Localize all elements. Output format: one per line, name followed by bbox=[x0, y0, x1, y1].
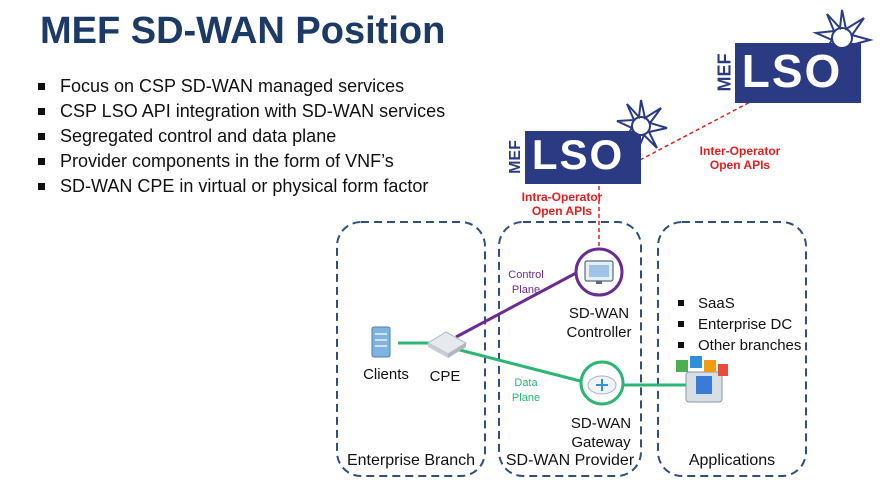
applications-label: Applications bbox=[688, 452, 776, 469]
bullet-item: CSP LSO API integration with SD-WAN serv… bbox=[38, 99, 445, 124]
data-plane-line2: Plane bbox=[511, 392, 541, 404]
mef-lso-logo-intra bbox=[507, 99, 668, 186]
control-plane-line1: Control bbox=[508, 269, 544, 281]
gateway-label: SD-WAN Gateway bbox=[556, 414, 646, 452]
sdwan-provider-label: SD-WAN Provider bbox=[505, 452, 635, 469]
lso-label-inter: LSO bbox=[741, 45, 843, 97]
clients-icon bbox=[371, 326, 391, 358]
applications-region bbox=[657, 221, 807, 477]
intra-operator-line1: Intra-Operator bbox=[521, 190, 603, 204]
data-plane-line1: Data bbox=[514, 377, 538, 389]
inter-operator-link bbox=[639, 99, 755, 161]
mef-lso-logo-inter bbox=[715, 9, 874, 106]
controller-label: SD-WAN Controller bbox=[554, 304, 644, 342]
inter-operator-label: Inter-Operator Open APIs bbox=[690, 144, 790, 172]
bullet-item: Provider components in the form of VNF’s bbox=[38, 149, 445, 174]
intra-operator-line2: Open APIs bbox=[531, 204, 593, 218]
mef-label-inter: MEF bbox=[714, 53, 735, 92]
application-item: SaaS bbox=[676, 293, 801, 314]
cpe-icon bbox=[427, 331, 467, 358]
applications-icon bbox=[676, 356, 728, 403]
bullet-item: Focus on CSP SD-WAN managed services bbox=[38, 74, 445, 99]
gateway-icon bbox=[579, 360, 625, 406]
control-plane-line2: Plane bbox=[511, 284, 541, 296]
control-plane-link bbox=[455, 270, 579, 339]
application-item: Other branches bbox=[676, 335, 801, 356]
enterprise-branch-region bbox=[336, 221, 486, 477]
bullet-item: Segregated control and data plane bbox=[38, 124, 445, 149]
inter-operator-line1: Inter-Operator bbox=[699, 144, 781, 158]
enterprise-branch-label: Enterprise Branch bbox=[346, 452, 476, 469]
controller-line2: Controller bbox=[566, 324, 632, 341]
clients-label: Clients bbox=[363, 366, 409, 383]
gateway-line2: Gateway bbox=[571, 434, 631, 451]
applications-list: SaaS Enterprise DC Other branches bbox=[676, 293, 801, 356]
controller-icon bbox=[574, 247, 624, 297]
lso-label-intra: LSO bbox=[531, 131, 625, 178]
intra-operator-label: Intra-Operator Open APIs bbox=[512, 190, 612, 218]
mef-label-intra: MEF bbox=[507, 140, 524, 174]
sdwan-provider-region bbox=[498, 221, 642, 477]
gateway-line1: SD-WAN bbox=[570, 415, 632, 432]
controller-line1: SD-WAN bbox=[568, 305, 630, 322]
application-item: Enterprise DC bbox=[676, 314, 801, 335]
control-plane-label: Control Plane bbox=[500, 268, 552, 298]
bullet-list: Focus on CSP SD-WAN managed services CSP… bbox=[38, 74, 445, 199]
inter-operator-line2: Open APIs bbox=[709, 158, 771, 172]
cpe-label: CPE bbox=[429, 368, 461, 385]
page-title: MEF SD-WAN Position bbox=[40, 10, 446, 52]
data-plane-label: Data Plane bbox=[500, 376, 552, 406]
bullet-item: SD-WAN CPE in virtual or physical form f… bbox=[38, 174, 445, 199]
